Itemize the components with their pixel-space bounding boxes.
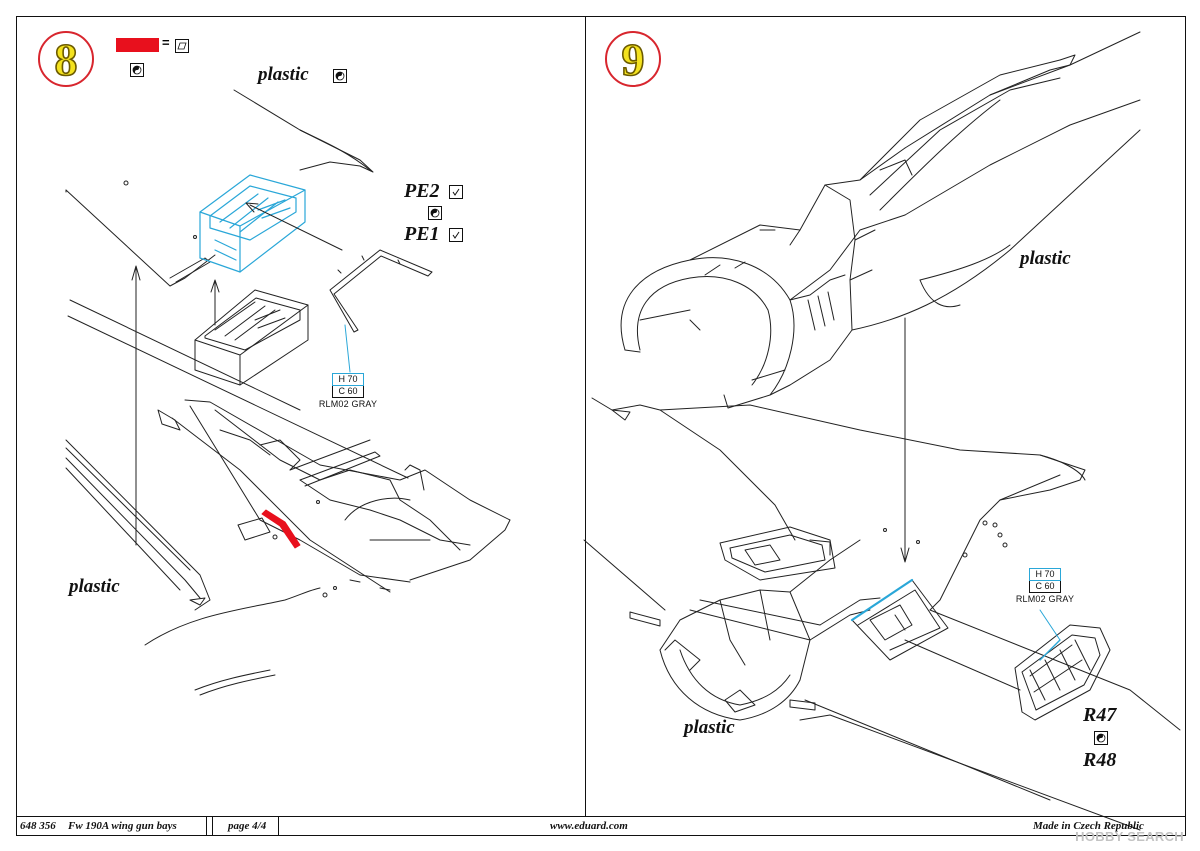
plastic-label: plastic xyxy=(1020,248,1071,269)
red-paint-area xyxy=(261,509,301,549)
flip-both-sides-icon xyxy=(428,206,442,220)
part-label-pe1: PE1 xyxy=(404,223,440,245)
footer-page: page 4/4 xyxy=(228,820,267,832)
footer-product-code: 648 356 xyxy=(20,820,56,832)
watermark: HOBBY SEARCH xyxy=(1075,829,1184,844)
footer-separator xyxy=(278,817,279,835)
paint-code-c: C 60 xyxy=(1029,581,1061,593)
part-label-pe2: PE2 xyxy=(404,180,440,202)
right-wing-panel xyxy=(583,397,1181,831)
paint-callout-left: H 70 C 60 RLM02 GRAY xyxy=(312,373,384,410)
paint-code-h: H 70 xyxy=(1029,568,1061,581)
gun-bay-right xyxy=(850,578,949,661)
paint-swatch xyxy=(116,38,159,52)
part-label-r48: R48 xyxy=(1083,749,1117,771)
paint-code-h: H 70 xyxy=(332,373,364,386)
gun-bay-box xyxy=(194,289,309,386)
step-number-8: 8 xyxy=(38,31,94,87)
paint-callout-right: H 70 C 60 RLM02 GRAY xyxy=(1009,568,1081,605)
step-number-9: 9 xyxy=(605,31,661,87)
paint-name: RLM02 GRAY xyxy=(1015,594,1075,604)
footer-made-in: Made in Czech Republic xyxy=(1033,820,1144,832)
paint-area-icon xyxy=(175,39,189,53)
gun-cover-part xyxy=(1014,624,1111,721)
flip-both-sides-icon xyxy=(333,69,347,83)
upper-wing-panel xyxy=(65,89,374,287)
plastic-label: plastic xyxy=(258,64,309,85)
pe-bracket xyxy=(329,249,433,333)
footer-url: www.eduard.com xyxy=(550,820,628,832)
step-number-text: 9 xyxy=(621,33,646,86)
paint-name: RLM02 GRAY xyxy=(318,399,378,409)
plastic-label: plastic xyxy=(684,717,735,738)
plastic-label: plastic xyxy=(69,576,120,597)
paint-code-c: C 60 xyxy=(332,386,364,398)
assembly-arrows xyxy=(131,202,351,546)
footer-bar: 648 356 Fw 190A wing gun bays page 4/4 w… xyxy=(16,816,1186,836)
page-frame xyxy=(16,16,1186,836)
panel-divider xyxy=(585,16,586,816)
bend-icon xyxy=(449,185,463,199)
step-number-text: 8 xyxy=(54,33,79,86)
part-label-r47: R47 xyxy=(1083,704,1117,726)
gun-bay-insert-upper xyxy=(199,174,306,273)
engine-cowling-fuselage xyxy=(620,31,1141,409)
footer-separator xyxy=(212,817,213,835)
bend-icon xyxy=(449,228,463,242)
right-arrows xyxy=(900,317,1061,691)
legend-equals: = xyxy=(162,35,170,50)
footer-product-title: Fw 190A wing gun bays xyxy=(68,820,177,832)
flip-both-sides-icon xyxy=(1094,731,1108,745)
flip-both-sides-icon xyxy=(130,63,144,77)
lower-wing-fuselage xyxy=(65,299,511,696)
footer-separator xyxy=(206,817,207,835)
